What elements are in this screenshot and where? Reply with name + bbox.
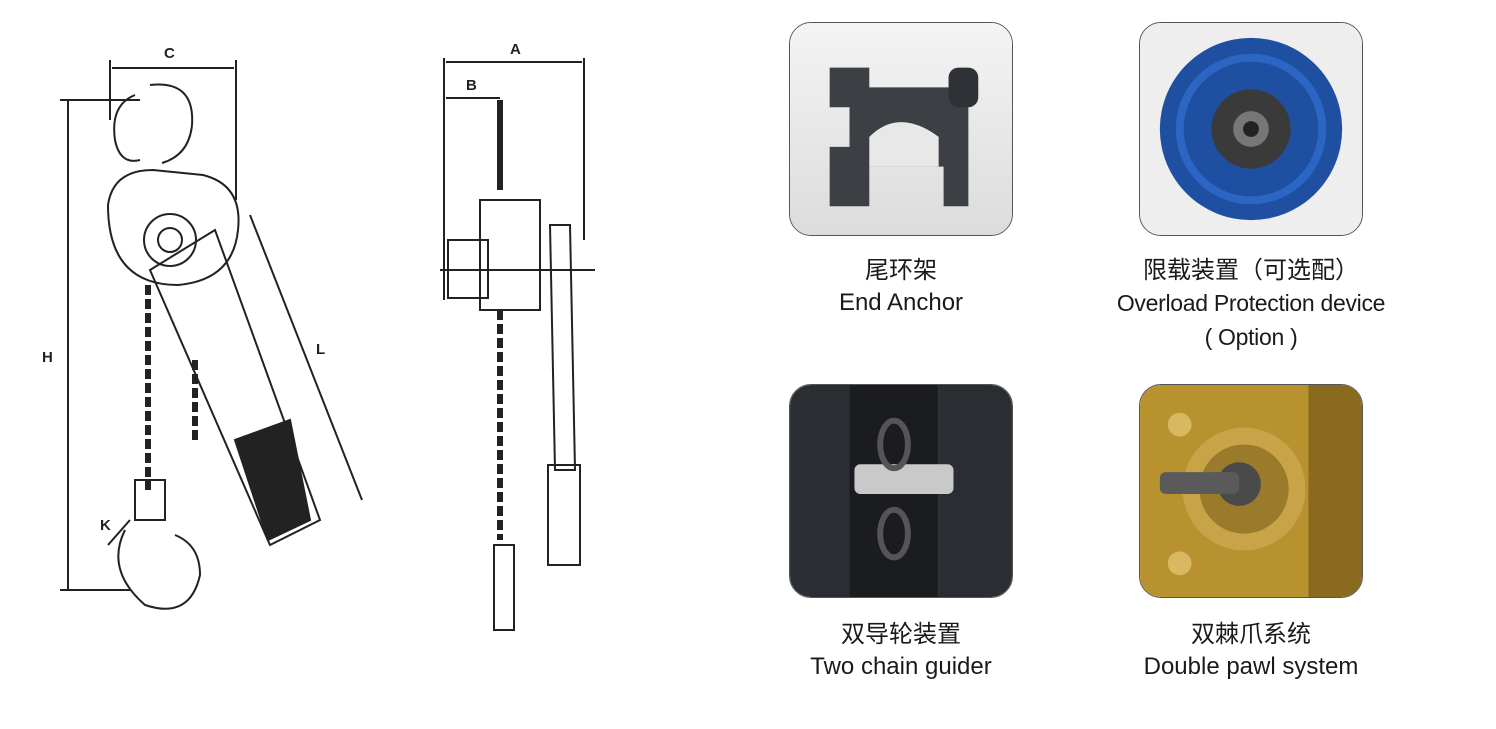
top-hook-outer [149, 83, 194, 164]
overload-protection-cn: 限载装置（可选配） [1143, 256, 1359, 284]
end-anchor-caption: 尾环架 End Anchor [721, 254, 1081, 320]
end-anchor-image [790, 23, 1012, 235]
two-chain-guider-photo [789, 384, 1013, 598]
front-housing-center [479, 199, 541, 311]
dim-c-label: C [164, 45, 175, 62]
end-anchor-en: End Anchor [838, 289, 964, 316]
hoist-housing [106, 168, 240, 287]
dim-h-label: H [42, 349, 53, 366]
overload-protection-en: Overload Protection device [1116, 290, 1386, 316]
dim-l-label: L [316, 341, 325, 358]
double-pawl-image [1140, 385, 1362, 597]
double-pawl-en: Double pawl system [1143, 653, 1359, 680]
dim-b-label: B [466, 77, 477, 94]
end-anchor-photo [789, 22, 1013, 236]
overload-protection-image [1140, 23, 1362, 235]
hoist-gear-outer [143, 213, 197, 267]
front-bottom-hook [493, 544, 515, 631]
lever-handle [148, 228, 322, 547]
front-lever [548, 224, 577, 471]
front-grip [547, 464, 581, 566]
end-anchor-cn: 尾环架 [865, 256, 937, 284]
hoist-gear-inner [157, 227, 183, 253]
top-hook [113, 94, 141, 162]
double-pawl-caption: 双棘爪系统 Double pawl system [1071, 618, 1431, 684]
lever-hoist-technical-drawing: C H L A B K [42, 41, 595, 631]
double-pawl-photo [1139, 384, 1363, 598]
dim-a-label: A [510, 41, 521, 58]
two-chain-guider-caption: 双导轮装置 Two chain guider [721, 618, 1081, 684]
two-chain-guider-image [790, 385, 1012, 597]
dim-l-line [249, 214, 363, 501]
bottom-hook-block [134, 479, 166, 521]
dim-k-label: K [100, 517, 111, 534]
overload-protection-photo [1139, 22, 1363, 236]
double-pawl-cn: 双棘爪系统 [1191, 620, 1311, 648]
dim-k-line [107, 519, 131, 546]
two-chain-guider-cn: 双导轮装置 [841, 620, 961, 648]
two-chain-guider-en: Two chain guider [810, 653, 992, 680]
overload-protection-option: ( Option ) [1204, 324, 1298, 350]
bottom-hook [117, 529, 202, 610]
overload-protection-caption: 限载装置（可选配） Overload Protection device ( O… [1071, 254, 1431, 354]
lever-grip [233, 418, 312, 542]
